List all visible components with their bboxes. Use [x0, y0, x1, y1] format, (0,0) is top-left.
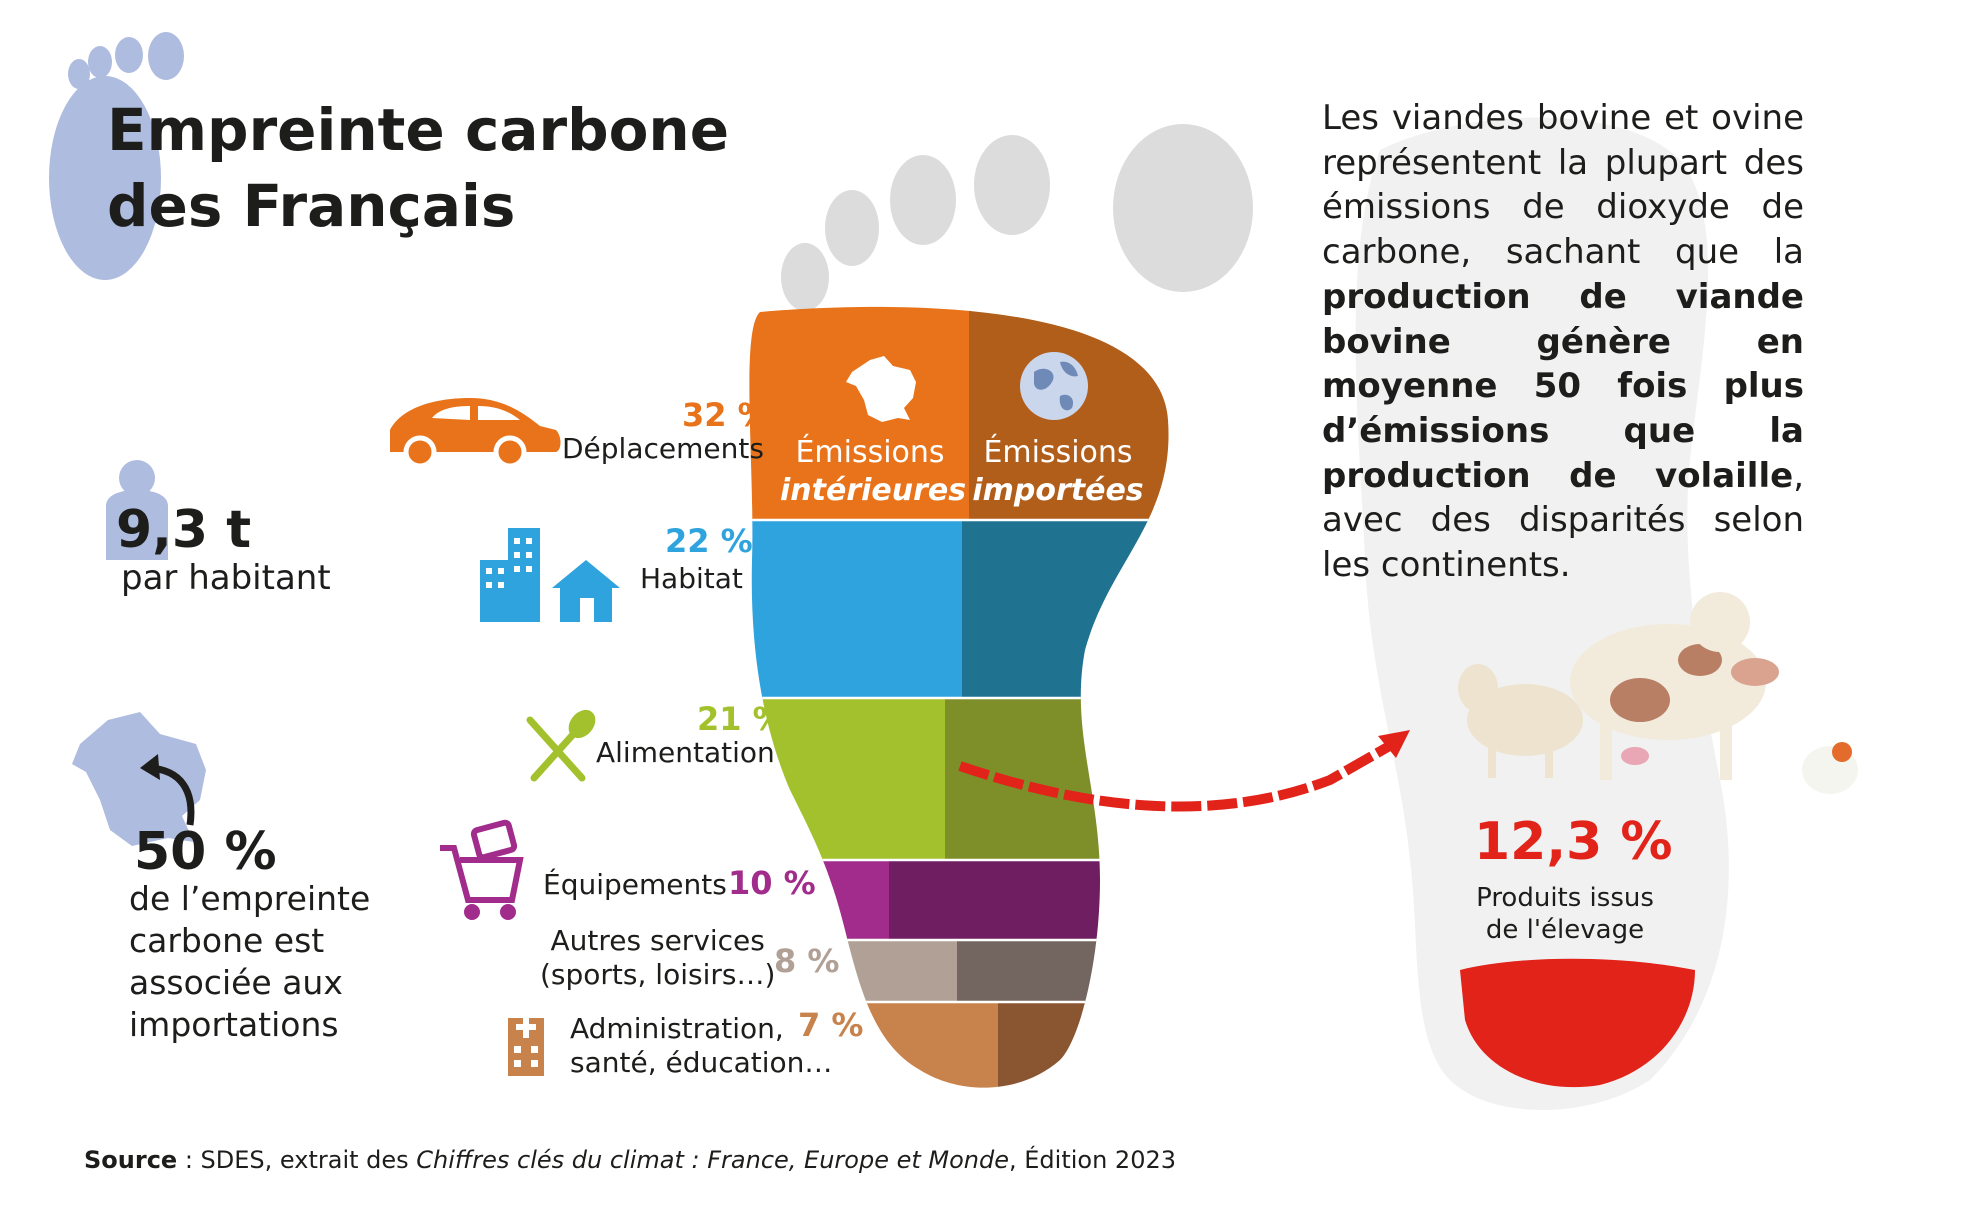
paragraph-bold: production de viande bovine génère en mo… [1322, 276, 1804, 496]
livestock-label-line2: de l'élevage [1485, 915, 1645, 945]
alimentation-label: Alimentation [596, 736, 775, 769]
habitat-label: Habitat [640, 562, 743, 595]
imported-emissions-label: Émissions importées [968, 434, 1148, 510]
administration-label: Administration, santé, éducation… [570, 1012, 832, 1080]
imports-value: 50 % [134, 822, 277, 882]
globe-icon [1020, 352, 1088, 420]
title-line1: Empreinte carbone [107, 96, 730, 164]
imports-line4: importations [129, 1005, 339, 1044]
imported-label-line1: Émissions [983, 435, 1133, 470]
page-title: Empreinte carbone des Français [107, 92, 729, 244]
red-arrow [958, 735, 1403, 812]
source-line: Source : SDES, extrait des Chiffres clés… [84, 1146, 1176, 1174]
band-services-imported [957, 940, 1169, 1002]
source-text1: : SDES, extrait des [177, 1146, 417, 1174]
imports-line3: associée aux [129, 963, 343, 1002]
hospital-icon [508, 1018, 544, 1076]
title-line2: des Français [107, 172, 516, 240]
habitat-pct: 22 % [665, 522, 753, 560]
building-house-icon [480, 528, 620, 622]
interior-label-line2: intérieures [780, 473, 967, 508]
right-footprint-shape [1355, 117, 1729, 1110]
livestock-value: 12,3 % [1474, 812, 1673, 872]
paragraph-part1: Les viandes bovine et ovine représentent… [1322, 98, 1804, 273]
band-administration-imported [998, 1002, 1169, 1088]
car-icon [390, 398, 561, 469]
livestock-label-line1: Produits issus [1476, 883, 1654, 913]
band-habitat-interior [749, 520, 962, 698]
imports-text: de l’empreinte carbone est associée aux … [129, 878, 370, 1046]
person-icon [106, 460, 168, 560]
france-map-left-icon [72, 712, 206, 846]
main-footprint-toes [781, 124, 1253, 311]
per-capita-value: 9,3 t [116, 500, 252, 560]
services-label-line1: Autres services [550, 924, 765, 957]
right-paragraph: Les viandes bovine et ovine représentent… [1322, 96, 1804, 588]
per-capita-label: par habitant [121, 558, 331, 598]
imports-line1: de l’empreinte [129, 879, 371, 918]
imported-label-line2: importées [972, 473, 1144, 508]
interior-emissions-label: Émissions intérieures [780, 434, 967, 510]
band-habitat-imported [962, 520, 1169, 698]
deplacements-pct: 32 % [682, 396, 770, 434]
livestock-illustration [1458, 592, 1858, 794]
fork-spoon-icon [526, 709, 596, 782]
services-label-line2: (sports, loisirs…) [540, 958, 776, 991]
deplacements-label: Déplacements [562, 432, 764, 465]
france-map-icon [846, 356, 916, 422]
livestock-share-fill [1460, 958, 1695, 1088]
alimentation-pct: 21 % [697, 700, 785, 738]
services-pct: 8 % [774, 942, 840, 980]
livestock-label: Produits issus de l'élevage [1450, 882, 1680, 946]
small-footprint-icon [49, 32, 184, 280]
equipements-pct: 10 % [728, 864, 816, 902]
band-equipements-imported [889, 860, 1149, 940]
source-italic: Chiffres clés du climat : France, Europe… [416, 1146, 1009, 1174]
imports-line2: carbone est [129, 921, 325, 960]
paragraph-part2: , avec des disparités selon les continen… [1322, 455, 1804, 586]
band-deplacements-interior [749, 306, 969, 520]
shopping-cart-icon [440, 819, 524, 920]
interior-label-line1: Émissions [795, 435, 945, 470]
source-label: Source [84, 1146, 178, 1174]
administration-label-line2: santé, éducation… [570, 1046, 833, 1079]
administration-label-line1: Administration, [570, 1012, 784, 1045]
services-label: Autres services (sports, loisirs…) [540, 924, 775, 992]
administration-pct: 7 % [798, 1006, 864, 1044]
source-text2: , Édition 2023 [1009, 1146, 1177, 1174]
equipements-label: Équipements [543, 868, 727, 901]
